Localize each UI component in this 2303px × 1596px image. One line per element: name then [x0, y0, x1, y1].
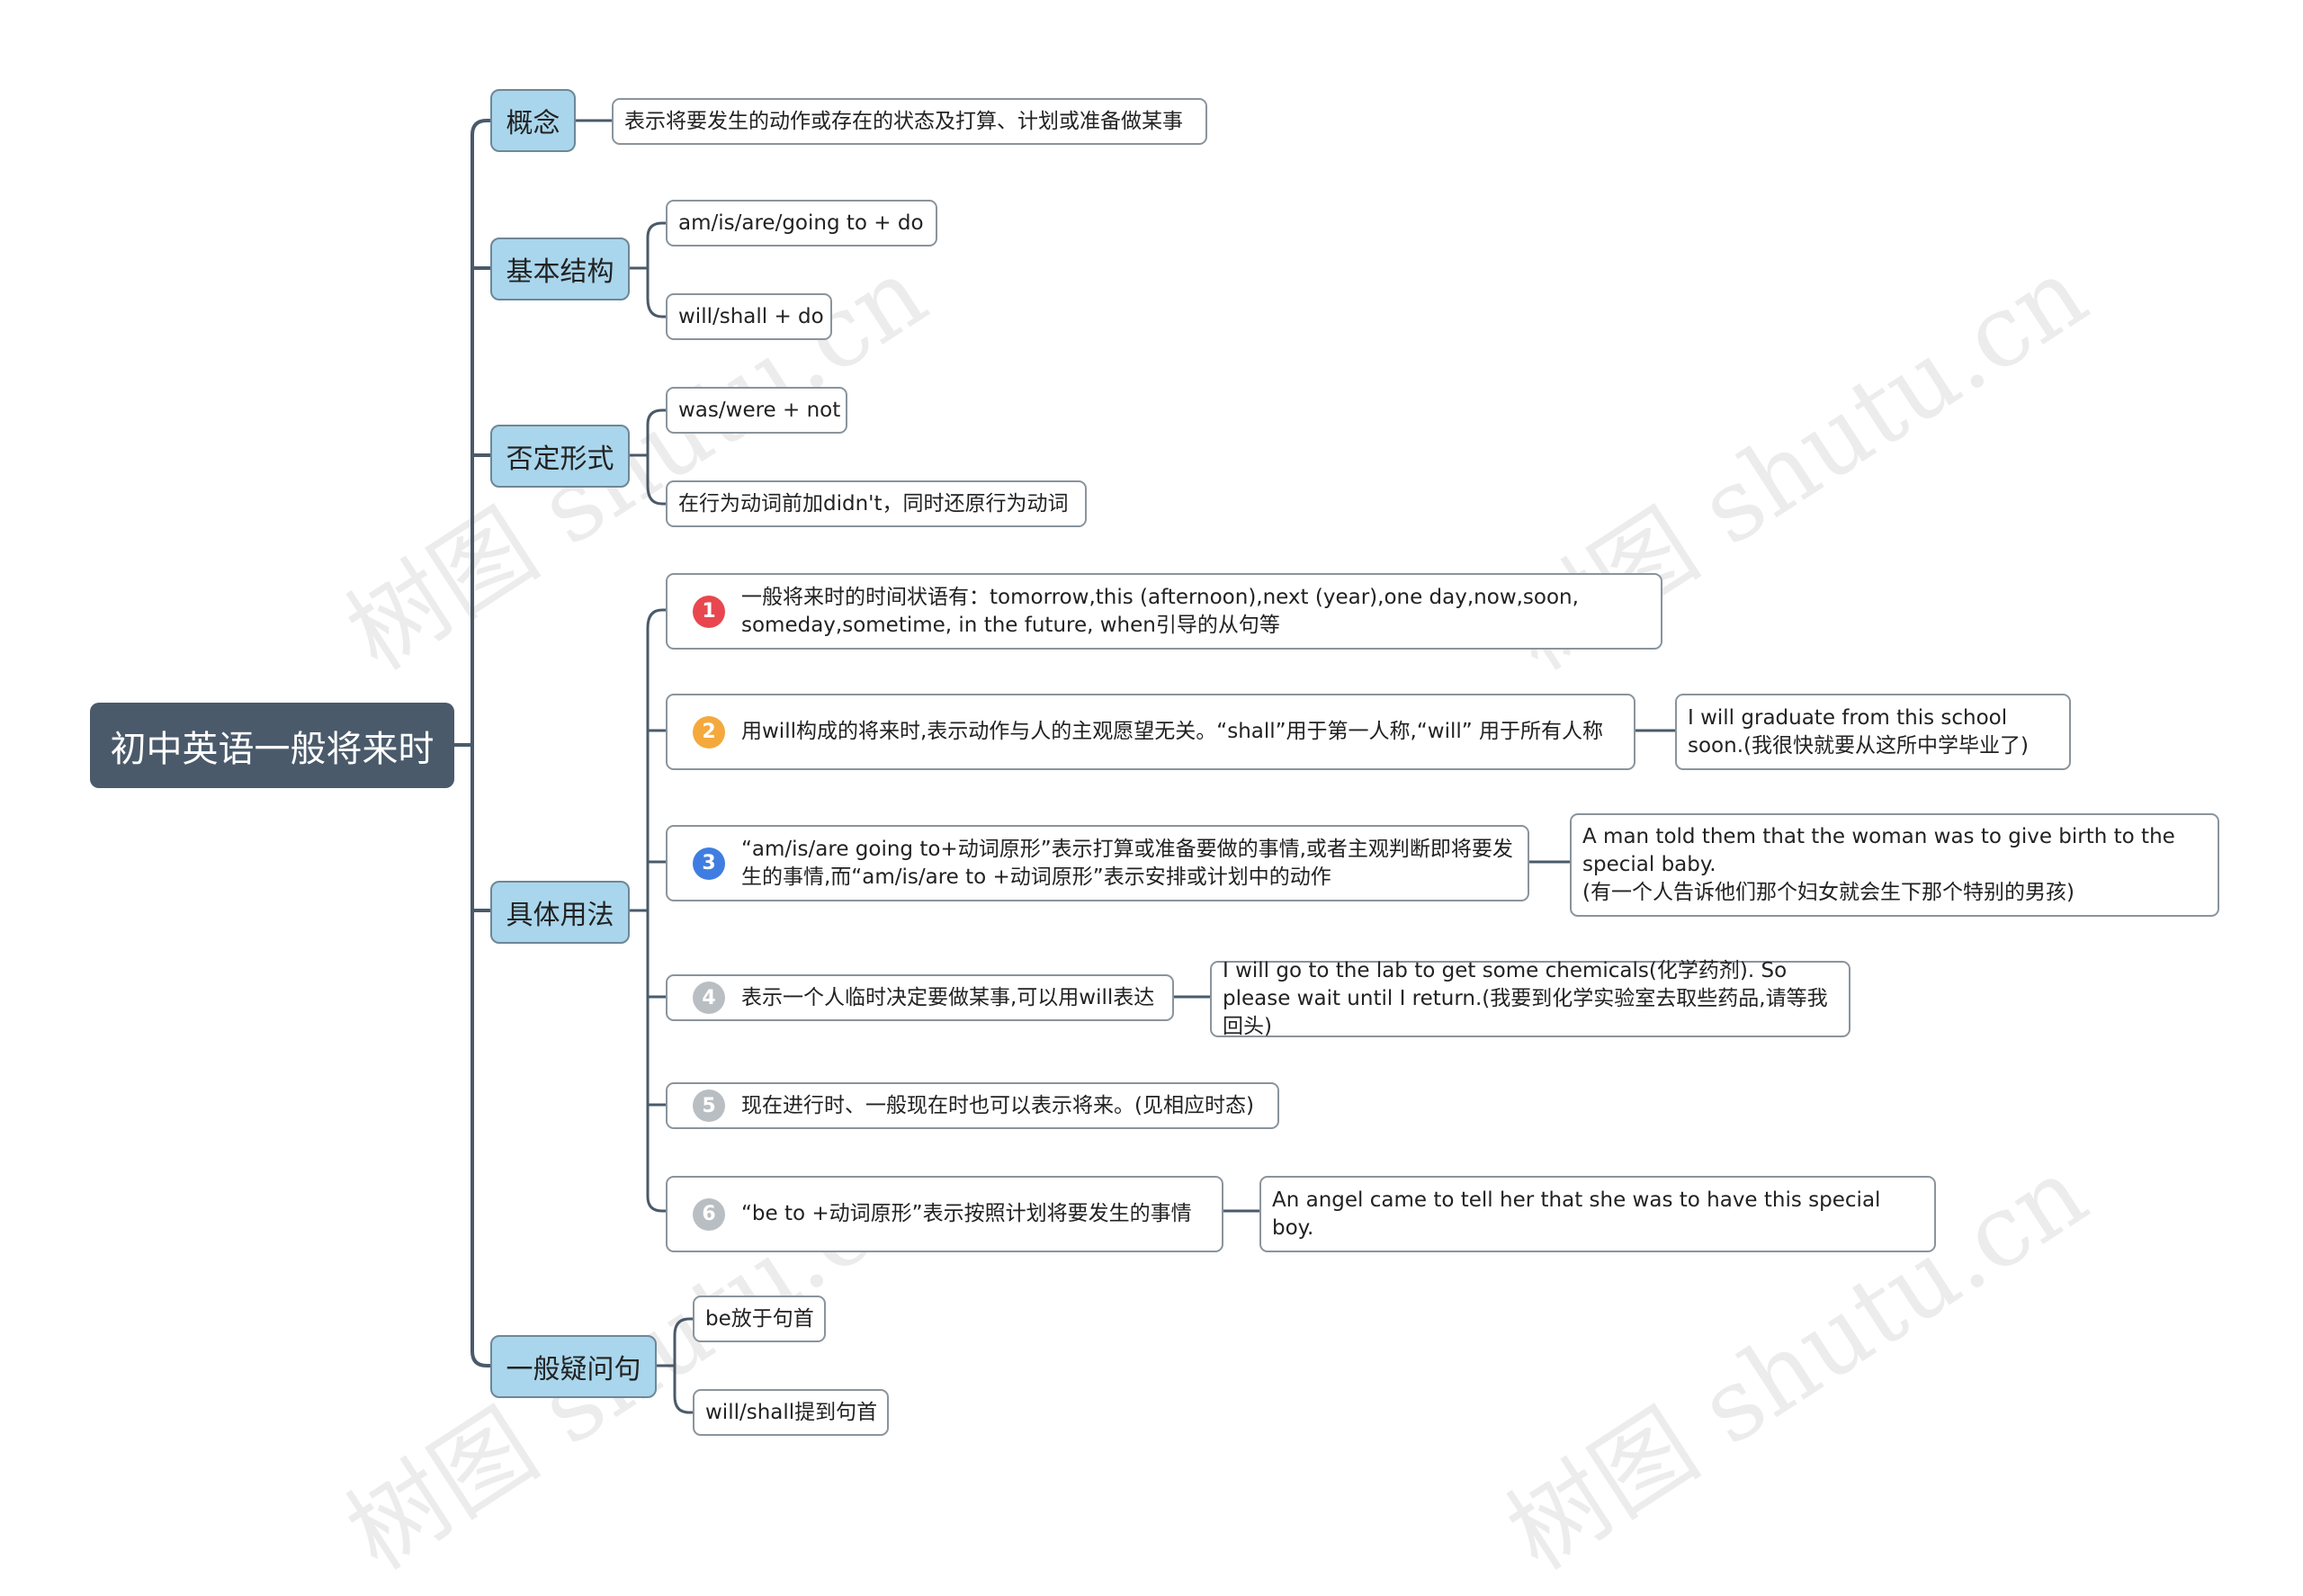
number-badge-2-icon: 2: [693, 715, 725, 749]
usage-item-4[interactable]: 4 表示一个人临时决定要做某事,可以用will表达: [666, 974, 1174, 1021]
leaf-question-be[interactable]: be放于句首: [693, 1296, 826, 1342]
example-text: A man told them that the woman was to gi…: [1582, 825, 2175, 904]
usage-item-text: “be to +动词原形”表示按照计划将要发生的事情: [741, 1202, 1192, 1225]
root-topic[interactable]: 初中英语一般将来时: [90, 703, 454, 788]
branch-negative[interactable]: 否定形式: [490, 425, 630, 488]
usage-item-2[interactable]: 2 用will构成的将来时,表示动作与人的主观愿望无关。“shall”用于第一人…: [666, 694, 1635, 770]
leaf-structure-going-to[interactable]: am/is/are/going to + do: [666, 200, 937, 247]
root-topic-label: 初中英语一般将来时: [110, 728, 435, 770]
usage-item-5[interactable]: 5 现在进行时、一般现在时也可以表示将来。(见相应时态): [666, 1082, 1279, 1129]
leaf-concept-definition[interactable]: 表示将要发生的动作或存在的状态及打算、计划或准备做某事: [612, 98, 1207, 145]
number-badge-3-icon: 3: [693, 847, 725, 880]
branch-structure[interactable]: 基本结构: [490, 238, 630, 300]
leaf-text: was/were + not: [678, 398, 841, 422]
leaf-text: will/shall + do: [678, 304, 824, 328]
branch-structure-label: 基本结构: [506, 256, 614, 288]
usage-item-text: 表示一个人临时决定要做某事,可以用will表达: [741, 985, 1155, 1009]
usage-example-2[interactable]: I will graduate from this school soon.(我…: [1675, 694, 2071, 770]
usage-example-4[interactable]: I will go to the lab to get some chemica…: [1210, 959, 1850, 1038]
leaf-negative-not[interactable]: was/were + not: [666, 387, 847, 434]
usage-item-text: 用will构成的将来时,表示动作与人的主观愿望无关。“shall”用于第一人称,…: [741, 720, 1603, 743]
leaf-text: am/is/are/going to + do: [678, 211, 924, 235]
leaf-text: 表示将要发生的动作或存在的状态及打算、计划或准备做某事: [624, 109, 1183, 133]
leaf-question-will[interactable]: will/shall提到句首: [693, 1389, 889, 1436]
usage-item-text: 现在进行时、一般现在时也可以表示将来。(见相应时态): [741, 1093, 1254, 1117]
number-badge-5-icon: 5: [693, 1089, 725, 1122]
usage-item-3[interactable]: 3 “am/is/are going to+动词原形”表示打算或准备要做的事情,…: [666, 825, 1529, 901]
branch-usage-label: 具体用法: [506, 900, 614, 931]
leaf-text: 在行为动词前加didn't，同时还原行为动词: [678, 491, 1069, 516]
usage-item-text: 一般将来时的时间状语有：tomorrow,this (afternoon),ne…: [741, 585, 1579, 637]
usage-item-6[interactable]: 6 “be to +动词原形”表示按照计划将要发生的事情: [666, 1176, 1223, 1252]
branch-question[interactable]: 一般疑问句: [490, 1335, 657, 1398]
example-text: I will graduate from this school soon.(我…: [1688, 705, 2029, 758]
number-badge-6-icon: 6: [693, 1197, 725, 1231]
example-text: I will go to the lab to get some chemica…: [1223, 959, 1828, 1038]
leaf-text: will/shall提到句首: [705, 1400, 878, 1424]
branch-negative-label: 否定形式: [506, 444, 614, 475]
link-trunk: [470, 119, 490, 1367]
leaf-negative-didnt[interactable]: 在行为动词前加didn't，同时还原行为动词: [666, 480, 1087, 527]
branch-question-label: 一般疑问句: [506, 1354, 641, 1385]
number-badge-1-icon: 1: [693, 595, 725, 628]
usage-item-1[interactable]: 1 一般将来时的时间状语有：tomorrow,this (afternoon),…: [666, 573, 1662, 650]
branch-concept[interactable]: 概念: [490, 89, 576, 152]
branch-usage[interactable]: 具体用法: [490, 881, 630, 944]
number-badge-4-icon: 4: [693, 982, 725, 1014]
usage-example-3[interactable]: A man told them that the woman was to gi…: [1570, 813, 2219, 917]
leaf-text: be放于句首: [705, 1306, 814, 1331]
branch-concept-label: 概念: [506, 108, 560, 139]
usage-item-text: “am/is/are going to+动词原形”表示打算或准备要做的事情,或者…: [741, 837, 1513, 889]
connector-lines: [454, 119, 1675, 1414]
example-text: An angel came to tell her that she was t…: [1272, 1188, 1881, 1240]
mindmap-canvas: 树图 shutu.cn 树图 shutu.cn 树图 shutu.cn 树图 s…: [90, 89, 2219, 1592]
leaf-structure-will[interactable]: will/shall + do: [666, 293, 832, 340]
usage-example-6[interactable]: An angel came to tell her that she was t…: [1259, 1176, 1936, 1252]
